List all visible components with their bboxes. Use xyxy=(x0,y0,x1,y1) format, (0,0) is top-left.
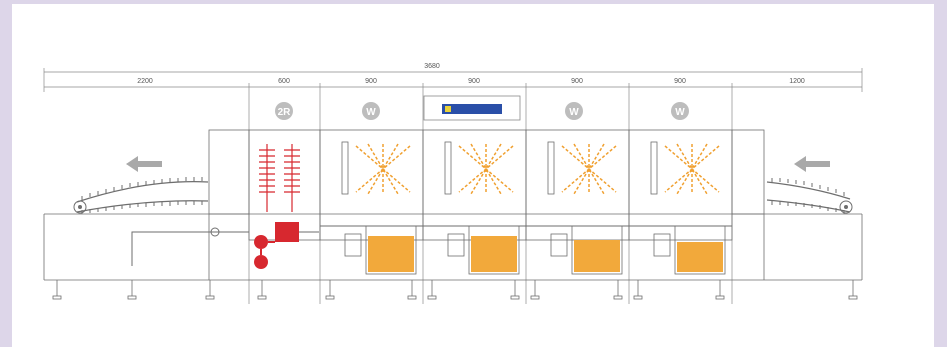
arrow-left-icon xyxy=(794,156,830,172)
wash-zone-2 xyxy=(444,141,520,275)
exit-conveyor xyxy=(73,177,209,214)
svg-text:2R: 2R xyxy=(278,107,292,118)
arrow-left-icon xyxy=(126,156,162,172)
dimension-label-5: 900 xyxy=(571,78,583,85)
total-dimension-label: 3680 xyxy=(424,63,440,70)
dimension-label-7: 1200 xyxy=(789,78,805,85)
svg-text:W: W xyxy=(366,107,376,118)
dimension-label-6: 900 xyxy=(674,78,686,85)
piping xyxy=(131,225,732,266)
svg-text:W: W xyxy=(569,107,579,118)
entry-conveyor xyxy=(766,178,853,214)
machine-legs xyxy=(52,280,858,300)
wash-zone-3 xyxy=(547,141,623,275)
dimension-label-2: 600 xyxy=(278,78,290,85)
dimension-label-3: 900 xyxy=(365,78,377,85)
machine-frame xyxy=(43,129,863,281)
wash-zone-4 xyxy=(650,141,726,275)
diagram-frame: 3680 2200 600 900 900 900 900 1200 2R W … xyxy=(12,4,934,347)
zone-badge-1: 2R xyxy=(275,102,293,120)
zone-badge-4: W xyxy=(565,102,583,120)
svg-text:W: W xyxy=(675,107,685,118)
dimension-label-1: 2200 xyxy=(137,78,153,85)
wash-zone-1 xyxy=(341,141,417,275)
zone-badge-2: W xyxy=(362,102,380,120)
washer-line-diagram: 3680 2200 600 900 900 900 900 1200 2R W … xyxy=(43,63,863,304)
control-panel xyxy=(423,95,521,121)
zone-badge-5: W xyxy=(671,102,689,120)
rinse-section xyxy=(254,144,319,269)
dimension-label-4: 900 xyxy=(468,78,480,85)
